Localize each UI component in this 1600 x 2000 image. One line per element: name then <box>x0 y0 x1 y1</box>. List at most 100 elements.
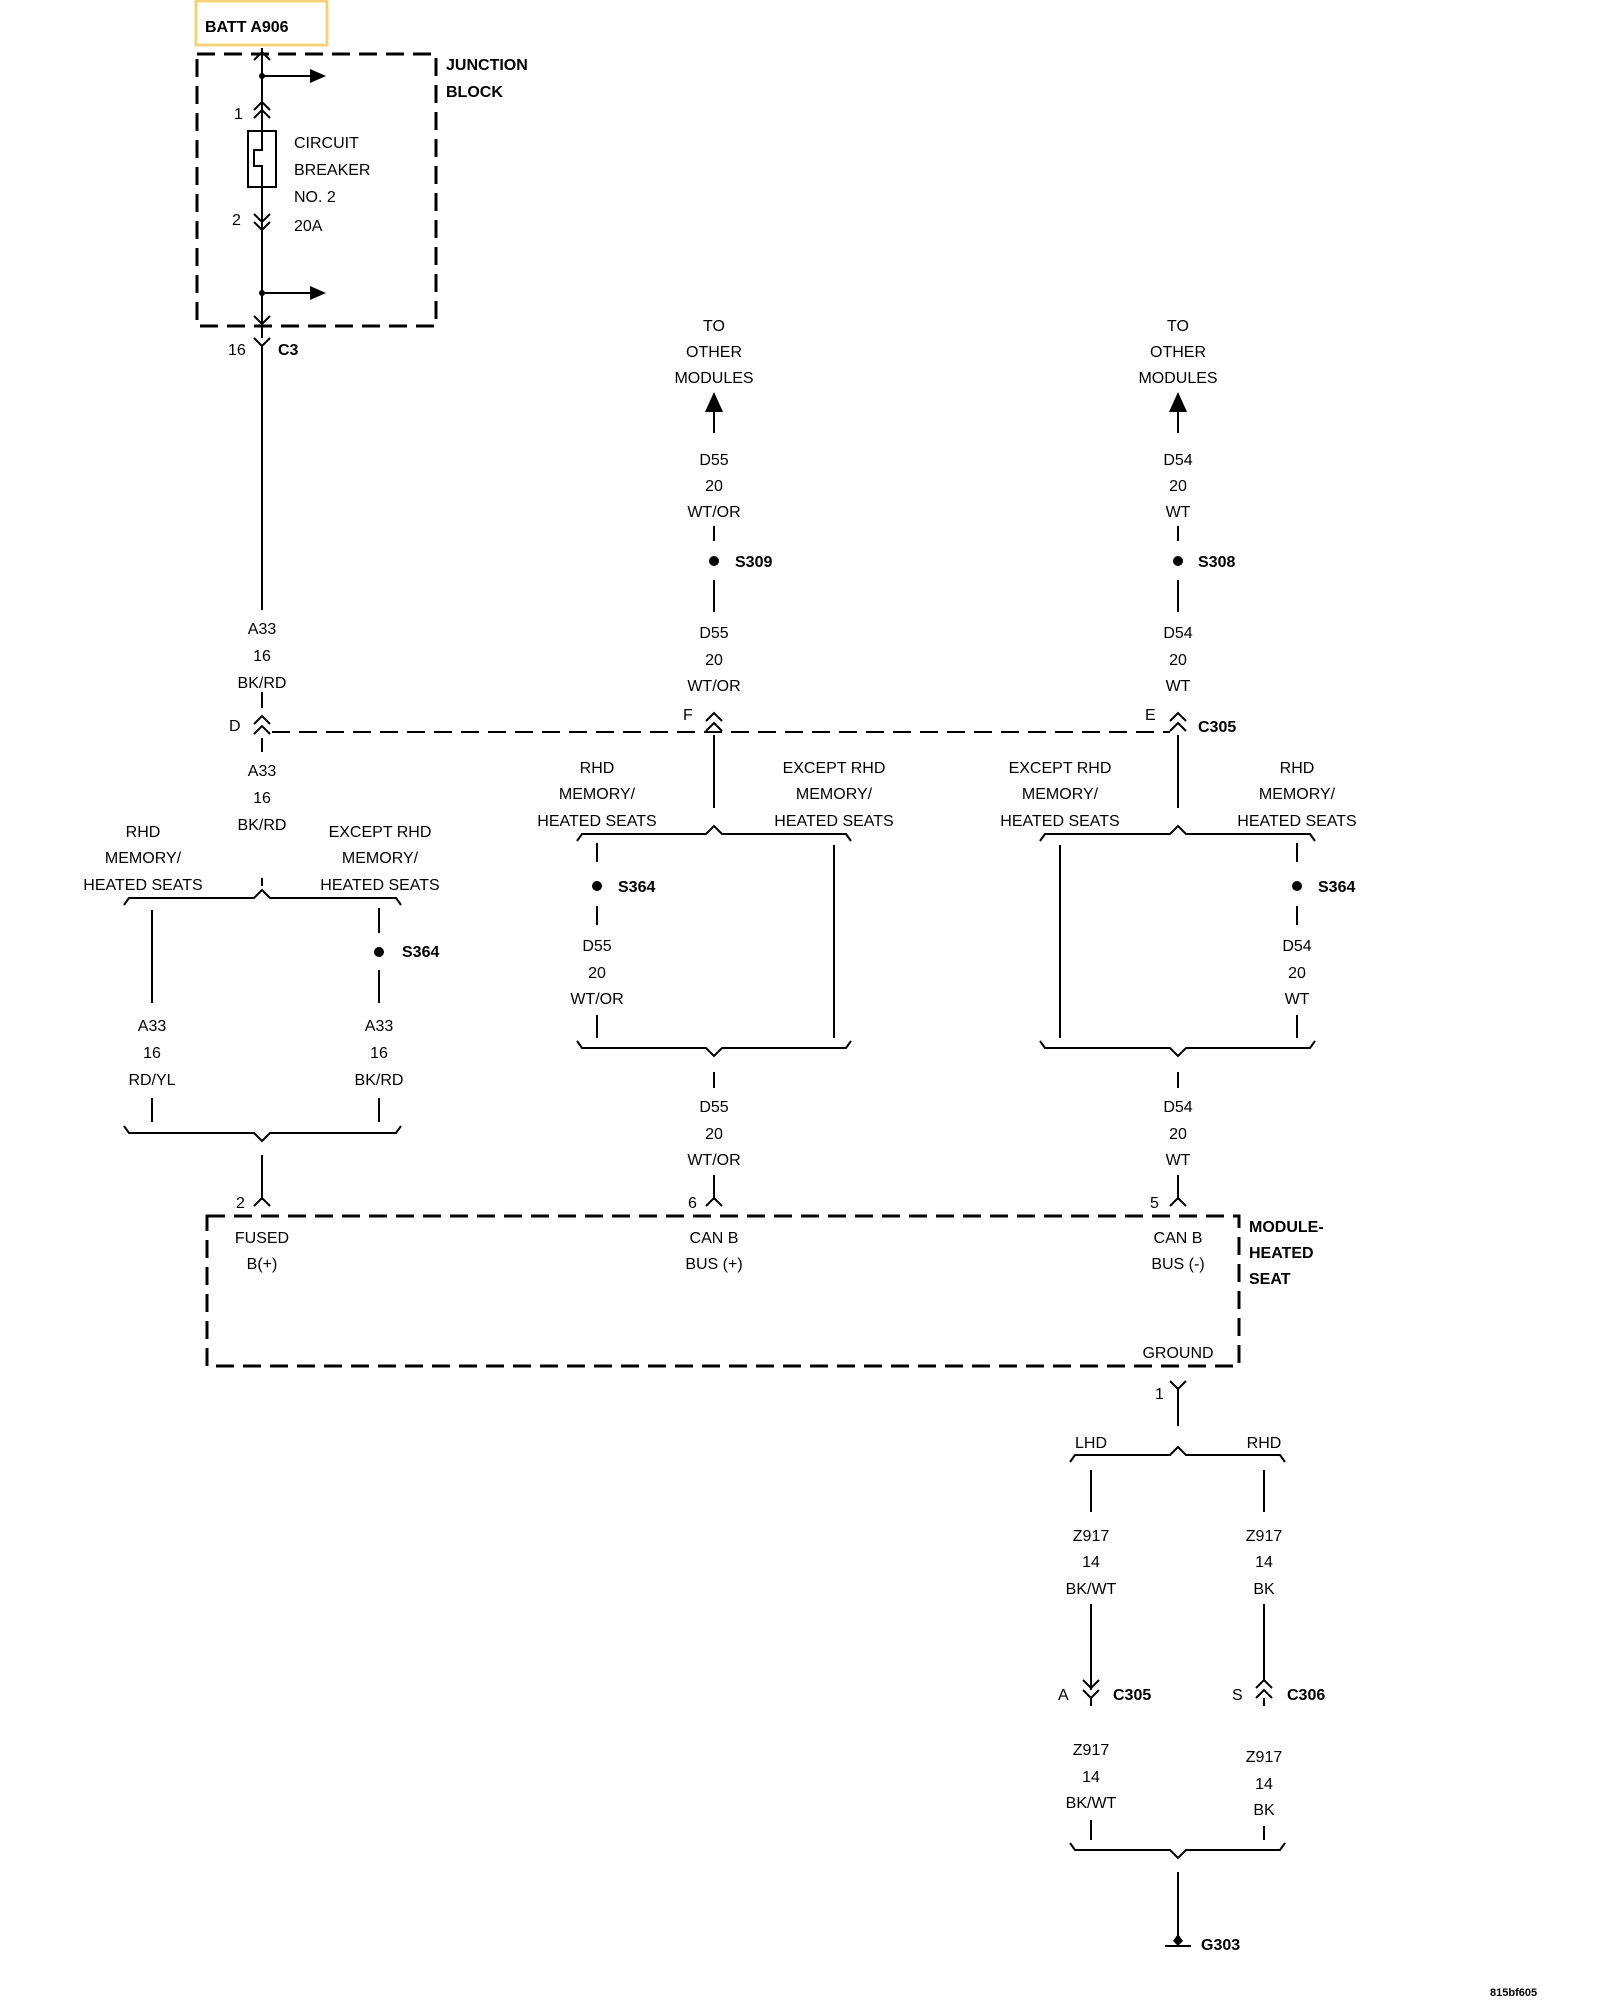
opt-mid-rhd-heated: HEATED SEATS <box>537 813 656 830</box>
opt-right-except-heated: HEATED SEATS <box>1000 813 1119 830</box>
d54-mid-color: WT <box>1166 678 1191 695</box>
d54-module-circuit: D54 <box>1163 1099 1192 1116</box>
a33-lower-gauge: 16 <box>253 790 271 807</box>
c3-pin: 16 <box>228 342 246 359</box>
figure-id: 815bf605 <box>1490 1987 1537 1999</box>
module-cann-2: BUS (-) <box>1151 1256 1204 1273</box>
splice-s364-a-label: S364 <box>402 944 439 961</box>
to-other-modules-2-line3: MODULES <box>1138 370 1217 387</box>
d55-module-circuit: D55 <box>699 1099 728 1116</box>
a33-except-circuit: A33 <box>365 1018 394 1035</box>
d54-branch-color: WT <box>1285 991 1310 1008</box>
mid-option-bracket <box>576 824 852 842</box>
d55-branch-gauge: 20 <box>588 965 606 982</box>
c306-lower-name: C306 <box>1287 1687 1325 1704</box>
module-fused-2: B(+) <box>247 1256 278 1273</box>
opt-left-rhd-memory: MEMORY/ <box>105 850 182 867</box>
d55-upper-gauge: 20 <box>705 478 723 495</box>
circuit-breaker-symbol <box>247 130 277 188</box>
splice-s364-c-dot <box>1292 881 1302 891</box>
c305-pin-f: F <box>683 707 693 724</box>
z917-rhd-upper-circuit: Z917 <box>1246 1528 1283 1545</box>
to-other-modules-1-line2: OTHER <box>686 344 742 361</box>
d54-upper-circuit: D54 <box>1163 452 1192 469</box>
d54-upper-gauge: 20 <box>1169 478 1187 495</box>
z917-rhd-upper-color: BK <box>1253 1581 1275 1598</box>
module-pin-1-symbol <box>1169 1380 1187 1391</box>
junction-block-internal-wiring <box>253 48 326 338</box>
opt-mid-rhd-memory: MEMORY/ <box>559 786 636 803</box>
to-other-modules-2-line1: TO <box>1167 318 1189 335</box>
d54-module-gauge: 20 <box>1169 1126 1187 1143</box>
to-other-modules-1-line1: TO <box>703 318 725 335</box>
c305-pin-d: D <box>229 718 241 735</box>
junction-block-title-1: JUNCTION <box>446 57 528 74</box>
a33-except-color: BK/RD <box>355 1072 404 1089</box>
opt-right-rhd: RHD <box>1280 760 1315 777</box>
d55-mid-gauge: 20 <box>705 652 723 669</box>
breaker-label-4: 20A <box>294 218 323 235</box>
a33-rhd-circuit: A33 <box>138 1018 167 1035</box>
arrow-up-icon <box>705 392 723 412</box>
z917-lhd-lower-gauge: 14 <box>1082 1769 1100 1786</box>
opt-left-rhd: RHD <box>126 824 161 841</box>
left-merge-bracket <box>123 1125 402 1143</box>
c3-connector-symbol <box>253 337 271 348</box>
module-cann-1: CAN B <box>1154 1230 1203 1247</box>
batt-source-box <box>194 0 329 47</box>
module-title-3: SEAT <box>1249 1271 1291 1288</box>
c305-lower-name: C305 <box>1113 1687 1151 1704</box>
a33-lower-color: BK/RD <box>238 817 287 834</box>
a33-rhd-gauge: 16 <box>143 1045 161 1062</box>
splice-s364-c-label: S364 <box>1318 879 1355 896</box>
ground-branch-rhd: RHD <box>1247 1435 1282 1452</box>
module-pin-5: 5 <box>1150 1195 1159 1212</box>
a33-lower-circuit: A33 <box>248 763 277 780</box>
breaker-label-1: CIRCUIT <box>294 135 359 152</box>
right-option-bracket <box>1039 824 1316 842</box>
ground-merge-bracket <box>1069 1842 1286 1860</box>
module-pin-1: 1 <box>1155 1386 1164 1403</box>
ground-point-label: G303 <box>1201 1937 1240 1954</box>
breaker-pin-top: 1 <box>234 106 243 123</box>
c305-pin-e-symbol <box>1169 711 1187 732</box>
breaker-pin-bottom: 2 <box>232 212 241 229</box>
z917-rhd-lower-gauge: 14 <box>1255 1776 1273 1793</box>
d54-branch-gauge: 20 <box>1288 965 1306 982</box>
a33-upper-color: BK/RD <box>238 675 287 692</box>
a33-upper-circuit: A33 <box>248 621 277 638</box>
splice-s309-label: S309 <box>735 554 772 571</box>
module-fused-1: FUSED <box>235 1230 289 1247</box>
to-other-modules-2-line2: OTHER <box>1150 344 1206 361</box>
a33-rhd-color: RD/YL <box>128 1072 175 1089</box>
opt-mid-except-heated: HEATED SEATS <box>774 813 893 830</box>
left-option-bracket <box>123 888 402 906</box>
module-pin-5-symbol <box>1169 1196 1187 1207</box>
z917-rhd-lower-color: BK <box>1253 1802 1275 1819</box>
d55-module-gauge: 20 <box>705 1126 723 1143</box>
splice-s308-label: S308 <box>1198 554 1235 571</box>
z917-lhd-lower-color: BK/WT <box>1066 1795 1117 1812</box>
d55-module-color: WT/OR <box>687 1152 740 1169</box>
a33-upper-gauge: 16 <box>253 648 271 665</box>
c306-lower-pin: S <box>1232 1687 1243 1704</box>
opt-left-rhd-heated: HEATED SEATS <box>83 877 202 894</box>
d54-mid-gauge: 20 <box>1169 652 1187 669</box>
opt-left-except-memory: MEMORY/ <box>342 850 419 867</box>
a33-except-gauge: 16 <box>370 1045 388 1062</box>
z917-rhd-lower-circuit: Z917 <box>1246 1749 1283 1766</box>
module-pin-2-symbol <box>253 1196 271 1207</box>
d54-mid-circuit: D54 <box>1163 625 1192 642</box>
d55-mid-circuit: D55 <box>699 625 728 642</box>
z917-rhd-upper-gauge: 14 <box>1255 1554 1273 1571</box>
right-merge-bracket <box>1039 1040 1316 1058</box>
ground-icon <box>1165 1934 1191 1947</box>
d55-branch-circuit: D55 <box>582 938 611 955</box>
heated-seat-module-outline <box>205 1214 1241 1368</box>
batt-source-label: BATT A906 <box>205 19 289 36</box>
opt-mid-except-memory: MEMORY/ <box>796 786 873 803</box>
z917-lhd-upper-circuit: Z917 <box>1073 1528 1110 1545</box>
splice-s364-b-dot <box>592 881 602 891</box>
c306-lower-symbol <box>1255 1678 1273 1699</box>
splice-s364-b-label: S364 <box>618 879 655 896</box>
